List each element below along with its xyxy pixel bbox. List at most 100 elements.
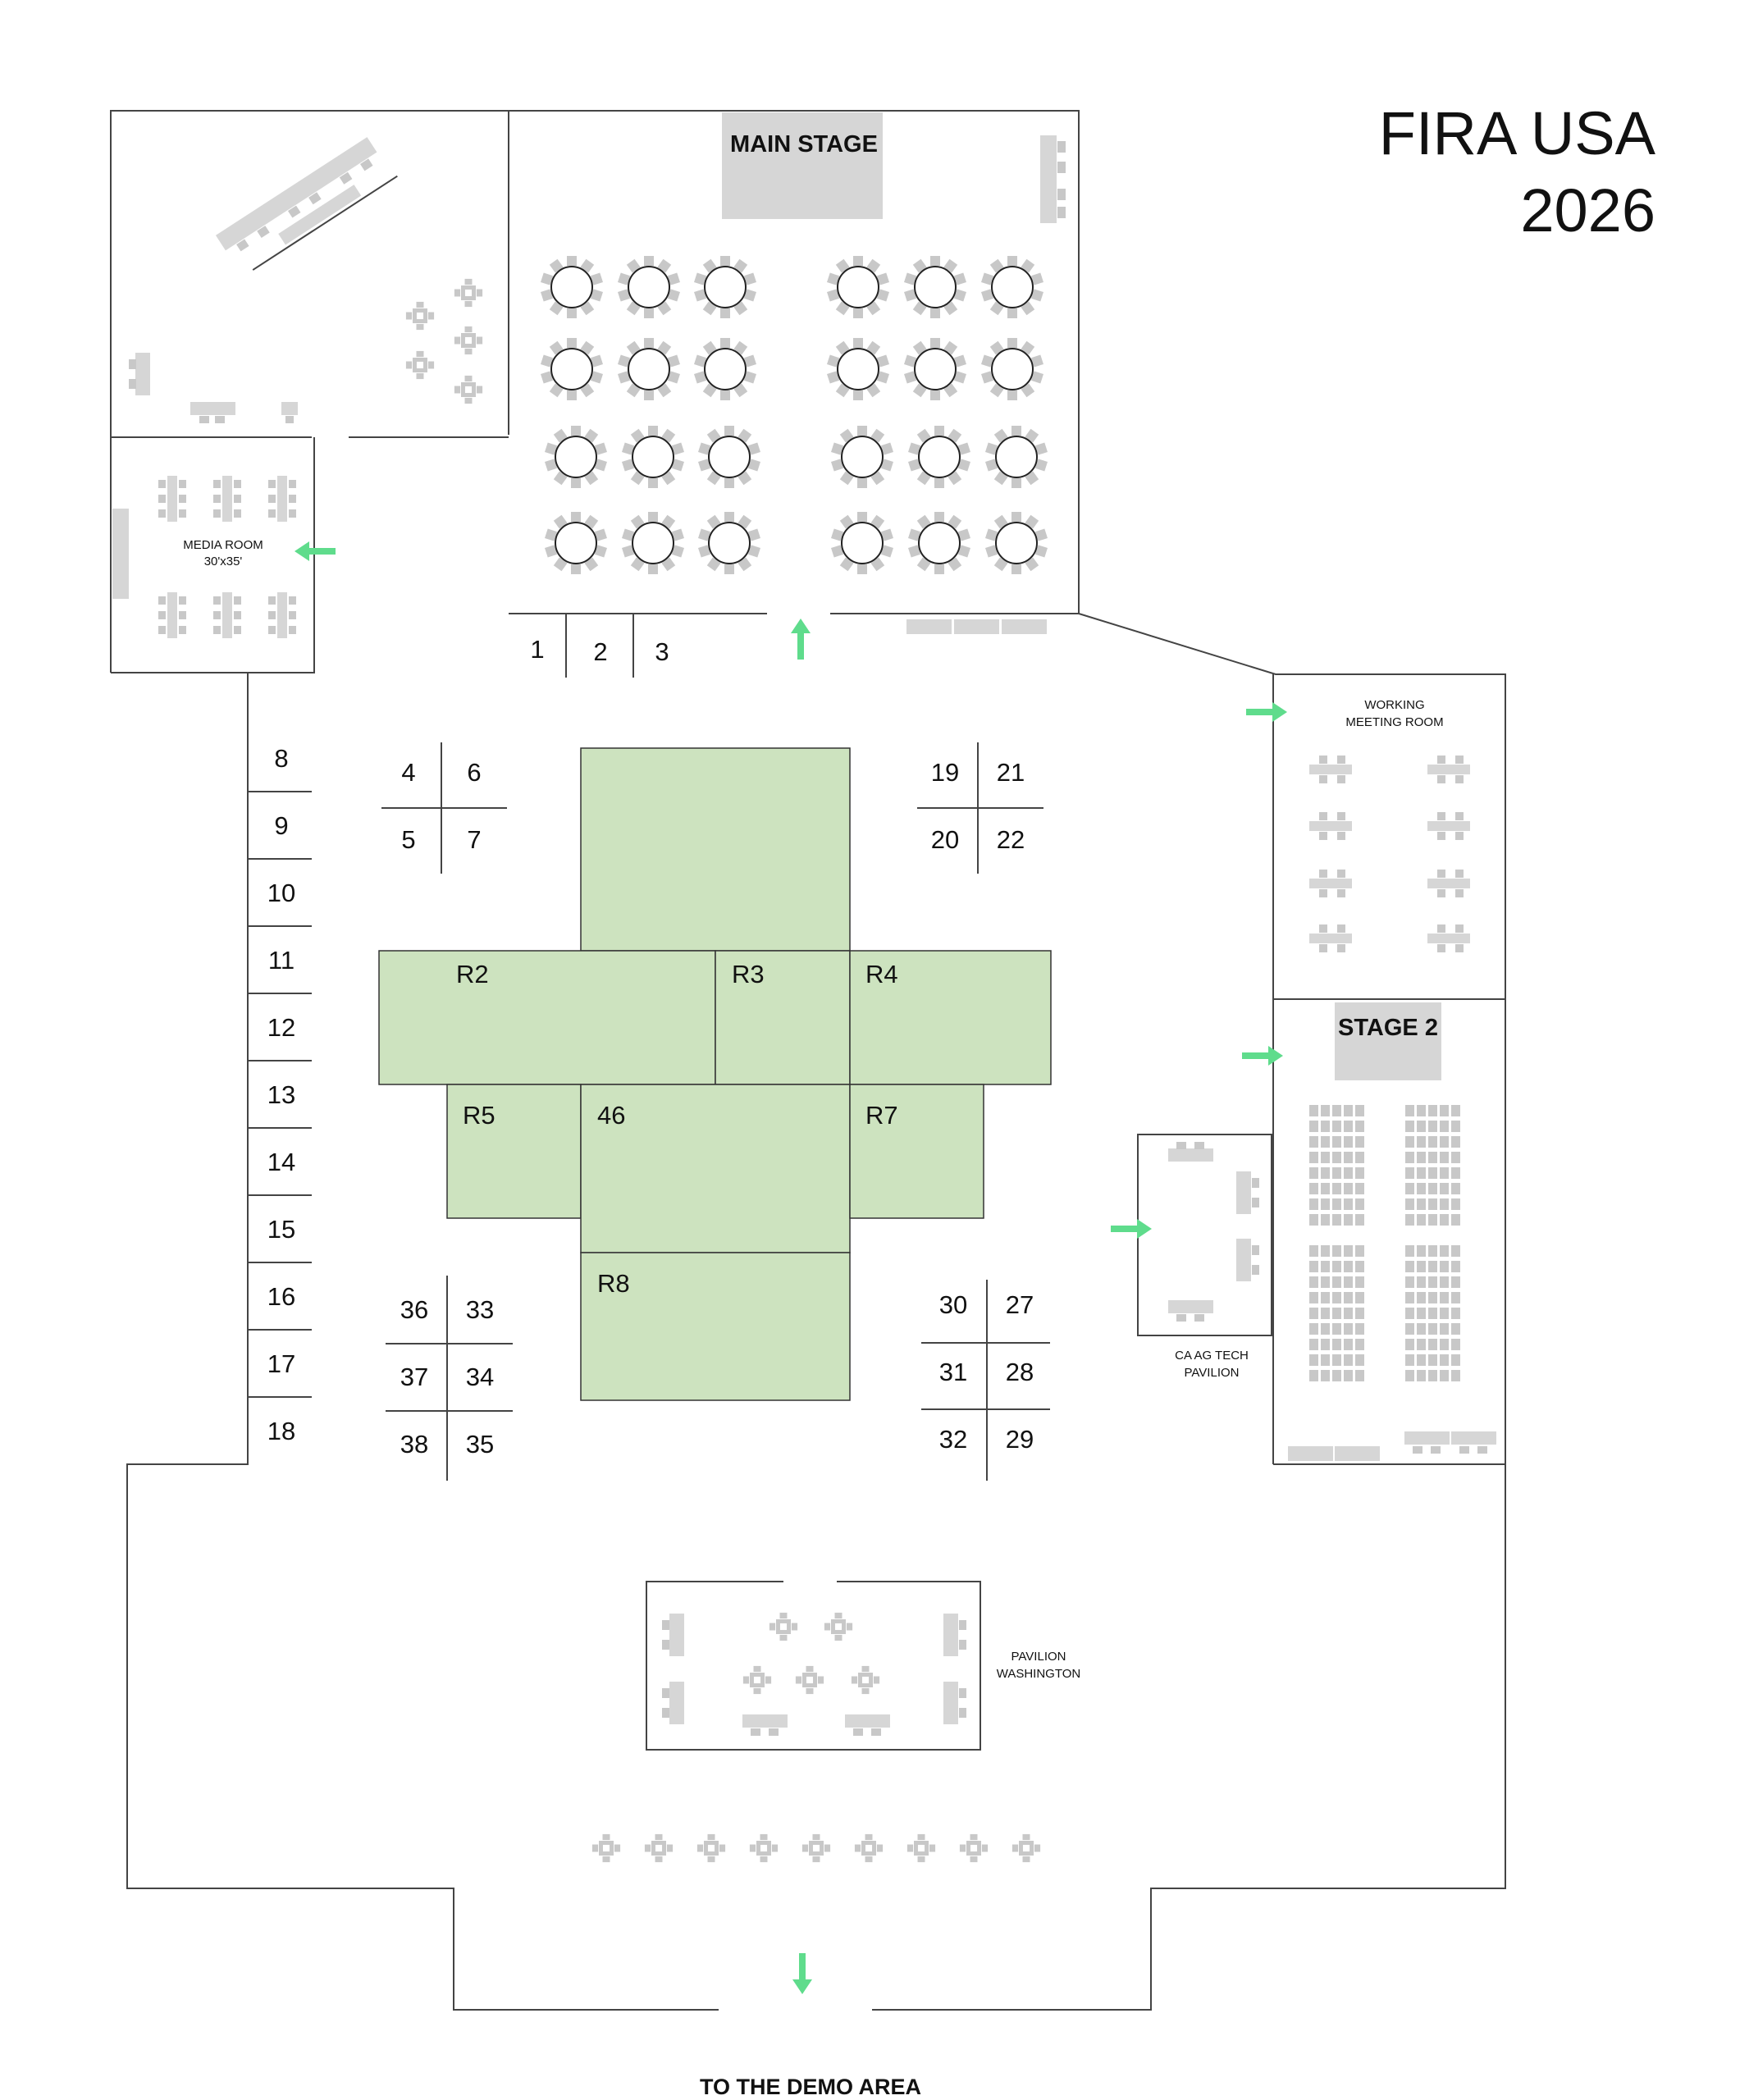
seat-cluster <box>405 350 435 380</box>
media-desk <box>268 592 296 638</box>
booth-29: 29 <box>1006 1425 1034 1454</box>
round-tables <box>541 256 1048 574</box>
media-desk <box>213 592 241 638</box>
round-table <box>622 512 684 574</box>
entrance-arrows <box>295 541 1287 1994</box>
meeting-table <box>1427 756 1470 783</box>
booth-19: 19 <box>931 758 959 787</box>
booth-18: 18 <box>267 1417 295 1445</box>
booth-r8-label: R8 <box>597 1269 630 1298</box>
booth-grid-27-32: 30 27 31 28 32 29 <box>921 1280 1050 1481</box>
booth-17: 17 <box>267 1349 295 1378</box>
booth-37: 37 <box>400 1363 428 1391</box>
working-meeting-room: WORKING MEETING ROOM <box>1309 698 1470 952</box>
media-room-label: MEDIA ROOM <box>183 538 263 552</box>
media-room: MEDIA ROOM 30'x35' <box>112 476 296 638</box>
booth-r3[interactable] <box>715 950 851 1085</box>
booth-r2[interactable] <box>378 950 716 1085</box>
meeting-table <box>1309 756 1352 783</box>
booth-r4[interactable] <box>849 950 1052 1085</box>
booth-46-label: 46 <box>597 1101 625 1130</box>
stage-2-area: STAGE 2 <box>1288 1002 1496 1461</box>
seat-cluster <box>696 1833 726 1863</box>
round-table <box>622 426 684 488</box>
ca-ag-tech-label-2: PAVILION <box>1185 1366 1240 1380</box>
round-table <box>694 338 756 400</box>
lounge-furniture <box>129 137 483 423</box>
seat-cluster <box>854 1833 884 1863</box>
meeting-table <box>1309 812 1352 840</box>
booth-r8[interactable] <box>580 1252 851 1401</box>
round-table <box>908 512 970 574</box>
booth-9: 9 <box>274 811 288 840</box>
media-desks <box>158 476 296 638</box>
booth-28: 28 <box>1006 1358 1034 1386</box>
seat-cluster <box>405 301 435 331</box>
demo-area-label: TO THE DEMO AREA <box>700 2075 921 2099</box>
central-island: R2 R3 R4 R5 46 R7 R8 <box>378 747 1052 1401</box>
seat-cluster <box>801 1833 831 1863</box>
round-table <box>694 256 756 318</box>
seat-cluster <box>454 375 483 404</box>
booth-10: 10 <box>267 879 295 907</box>
booths-1-3: 1 2 3 <box>530 635 669 666</box>
ca-ag-tech-label-1: CA AG TECH <box>1175 1349 1249 1363</box>
booth-32: 32 <box>939 1425 967 1454</box>
arrow-down-icon <box>792 1953 812 1994</box>
seat-cluster <box>749 1833 779 1863</box>
round-table <box>541 256 603 318</box>
arrow-left-icon <box>295 541 336 561</box>
round-table <box>904 338 966 400</box>
seat-block <box>1405 1105 1460 1226</box>
booth-46[interactable] <box>580 1084 851 1253</box>
round-table <box>908 426 970 488</box>
booth-34: 34 <box>466 1363 494 1391</box>
booth-38: 38 <box>400 1430 428 1459</box>
meeting-table <box>1309 870 1352 897</box>
meeting-table <box>1427 812 1470 840</box>
stage-2 <box>1335 1002 1441 1080</box>
media-desk <box>268 476 296 522</box>
booth-r7-label: R7 <box>865 1101 898 1130</box>
arrow-right-icon <box>1242 1046 1283 1066</box>
seat-cluster <box>454 326 483 355</box>
booth-13: 13 <box>267 1080 295 1109</box>
lounge-seats <box>405 278 483 404</box>
seat-block <box>1309 1105 1364 1226</box>
round-table <box>827 256 889 318</box>
working-room-label-2: MEETING ROOM <box>1345 715 1443 729</box>
booth-35: 35 <box>466 1430 494 1459</box>
booth-top-block[interactable] <box>580 747 851 952</box>
meeting-tables <box>1309 756 1470 952</box>
plan-title-line1: FIRA USA <box>1379 99 1656 167</box>
seat-block <box>1309 1245 1364 1381</box>
main-stage <box>722 112 883 219</box>
walls <box>110 110 1506 2011</box>
seat-cluster <box>769 1612 798 1641</box>
arrow-right-icon <box>1246 702 1287 722</box>
booth-7: 7 <box>467 825 481 854</box>
main-stage-area: MAIN STAGE <box>541 112 1066 634</box>
seat-cluster <box>906 1833 936 1863</box>
booth-5: 5 <box>401 825 415 854</box>
meeting-table <box>1427 870 1470 897</box>
seat-cluster <box>795 1665 824 1695</box>
booth-r5[interactable] <box>446 1084 582 1219</box>
round-table <box>985 426 1048 488</box>
arrow-right-icon <box>1111 1219 1152 1239</box>
seat-cluster <box>454 278 483 308</box>
round-table <box>981 256 1043 318</box>
pavilion-washington-label-1: PAVILION <box>1011 1650 1066 1664</box>
booth-r3-label: R3 <box>732 960 765 988</box>
round-table <box>985 512 1048 574</box>
booth-15: 15 <box>267 1215 295 1244</box>
seat-block <box>1405 1245 1460 1381</box>
booth-6: 6 <box>467 758 481 787</box>
seat-cluster <box>591 1833 621 1863</box>
booth-r7[interactable] <box>849 1084 984 1219</box>
media-room-size: 30'x35' <box>204 555 243 568</box>
round-table <box>698 512 760 574</box>
working-room-label-1: WORKING <box>1364 698 1424 712</box>
booth-12: 12 <box>267 1013 295 1042</box>
meeting-table <box>1309 924 1352 952</box>
